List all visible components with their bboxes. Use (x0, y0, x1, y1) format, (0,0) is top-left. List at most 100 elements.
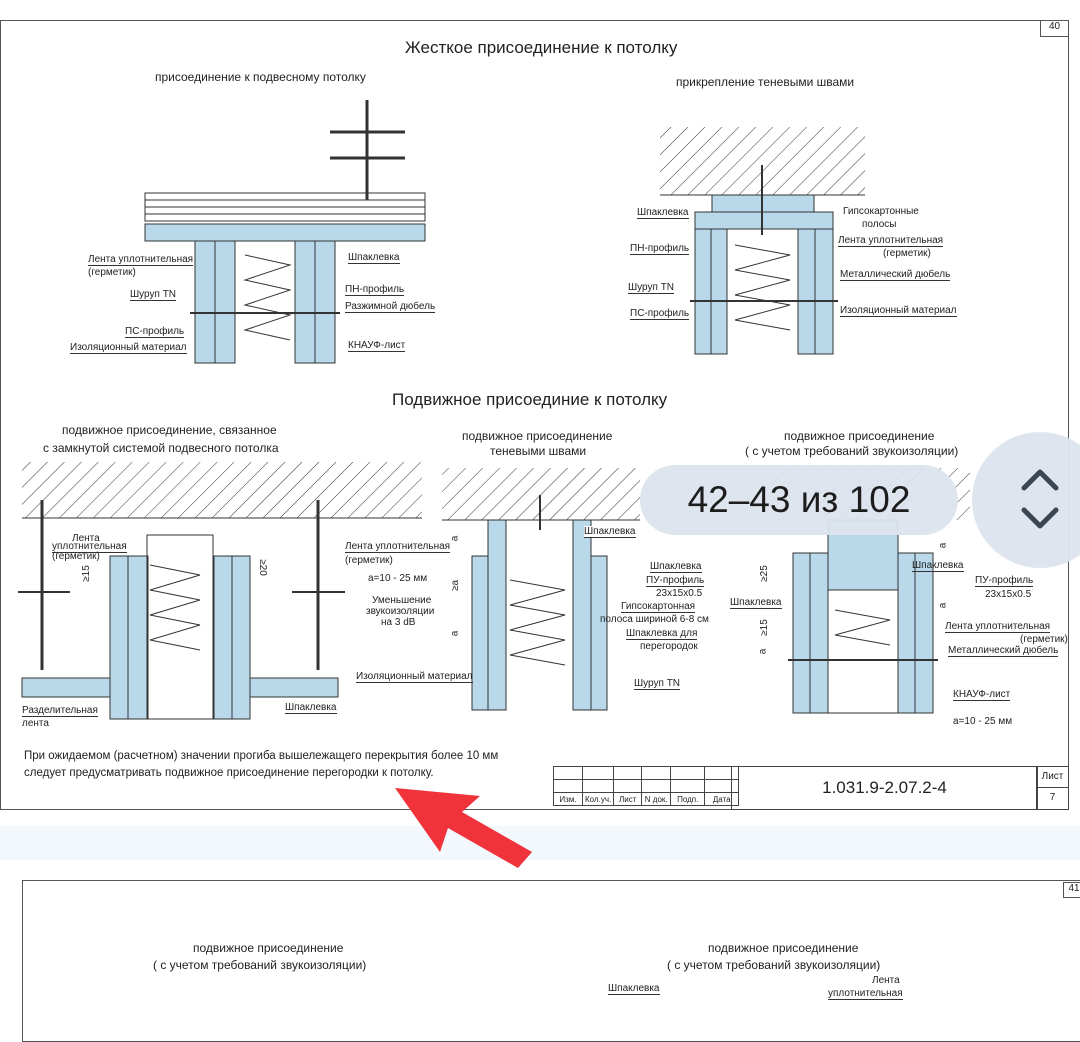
column-header: Изм. (553, 792, 583, 806)
subtitle-shadow: прикрепление теневыми швами (676, 75, 855, 89)
label: Шуруп TN (628, 282, 675, 294)
page-indicator: 42–43 из 102 (640, 465, 958, 535)
label: ПС-профиль (125, 326, 185, 338)
dimension: a (757, 648, 769, 655)
label: ПН-профиль (630, 243, 690, 255)
label: Гипсокартонная (621, 601, 696, 613)
sheet-label: Лист (1037, 767, 1068, 788)
page-number: 41 (1063, 882, 1080, 898)
label: (герметик) (345, 555, 393, 566)
label: 23x15x0.5 (656, 588, 703, 599)
subtitle: подвижное присоединение (462, 429, 613, 443)
column-header: Лист (613, 792, 643, 806)
label: Шпаклевка (608, 983, 660, 995)
label: a=10 - 25 мм (368, 573, 428, 584)
subtitle-suspended: присоединение к подвесному потолку (155, 70, 366, 84)
label: Лента уплотнительная (838, 235, 944, 247)
subtitle: с замкнутой системой подвесного потолка (43, 441, 279, 455)
page-number: 40 (1040, 20, 1069, 37)
dimension: ≥20 (256, 559, 268, 576)
label: уплотнительная (52, 541, 127, 553)
label: Изоляционный материал (70, 342, 187, 354)
label: Шпаклевка (285, 702, 337, 714)
label: полосы (862, 219, 897, 230)
subtitle: ( с учетом требований звукоизоляции) (745, 444, 959, 458)
label: Шпаклевка (637, 207, 689, 219)
drawing-suspended-ceiling (144, 100, 426, 364)
label: перегородок (640, 641, 698, 652)
drawing-shadow-joints (660, 127, 865, 355)
label: Изоляционный материал (840, 305, 957, 317)
chevron-up-icon (1021, 469, 1059, 491)
label: КНАУФ-лист (348, 340, 406, 352)
label: ПУ-профиль (646, 575, 705, 587)
label: Лента (72, 533, 100, 544)
label: Разжимной дюбель (345, 301, 436, 313)
label: Шпаклевка (912, 560, 964, 572)
pdf-page-40 (0, 20, 1069, 810)
label: на 3 dB (381, 617, 416, 628)
subtitle: ( с учетом требований звукоизоляции) (153, 958, 367, 972)
chevron-icons (1021, 469, 1059, 529)
label: Изоляционный материал (356, 671, 473, 683)
section-title-rigid: Жесткое присоединение к потолку (405, 38, 678, 57)
dimension: ≥15 (80, 565, 92, 582)
label: Шпаклевка (650, 561, 702, 573)
label: Уменьшение (372, 595, 432, 606)
drawing-closed-system (18, 462, 422, 720)
subtitle: подвижное присоединение, связанное (62, 423, 277, 437)
dimension: ≥a (450, 579, 462, 592)
label: Лента (872, 975, 900, 986)
chevron-down-icon (1021, 507, 1059, 529)
label: (герметик) (883, 248, 931, 259)
subtitle: подвижное присоединение (708, 941, 859, 955)
document-code: 1.031.9-2.07.2-4 (731, 766, 1038, 810)
page-navigation-button[interactable] (972, 432, 1080, 568)
label: 23x15x0.5 (985, 589, 1032, 600)
label: полоса шириной 6-8 см (600, 614, 709, 625)
label: Шпаклевка для (626, 628, 698, 640)
label: ПН-профиль (345, 284, 405, 296)
column-header: Подп. (670, 792, 706, 806)
label: КНАУФ-лист (953, 689, 1011, 701)
label: Лента уплотнительная (88, 254, 194, 266)
page-indicator-text: 42–43 из 102 (687, 479, 911, 520)
label: ПС-профиль (630, 308, 690, 320)
label: Гипсокартонные (843, 206, 919, 217)
label: Лента уплотнительная (345, 541, 451, 553)
label: звукоизоляции (366, 606, 435, 617)
note-line-2: следует предусматривать подвижное присое… (24, 767, 434, 779)
label: (герметик) (52, 551, 100, 562)
label: (герметик) (88, 267, 136, 278)
label: уплотнительная (828, 988, 903, 1000)
dimension: a (937, 542, 949, 549)
subtitle: теневыми швами (490, 444, 587, 458)
sheet-cell: Лист 7 (1036, 766, 1069, 810)
label: Шуруп TN (130, 289, 177, 301)
label: a=10 - 25 мм (953, 716, 1013, 727)
label: Лента уплотнительная (945, 621, 1051, 633)
column-header: Дата (704, 792, 740, 806)
subtitle: подвижное присоединение (784, 429, 935, 443)
label: Металлический дюбель (948, 645, 1059, 657)
label: Шпаклевка (730, 597, 782, 609)
dimension: a (937, 602, 949, 609)
label: Разделительная (22, 705, 98, 717)
label: ПУ-профиль (975, 575, 1034, 587)
title-block-table: Изм. Кол.уч. Лист N док. Подп. Дата (553, 766, 740, 806)
page-gap (0, 826, 1080, 860)
drawing-shadow-movable (442, 468, 640, 711)
sheet-number: 7 (1049, 792, 1056, 803)
dimension: a (449, 535, 461, 542)
label: (герметик) (1020, 634, 1068, 645)
dimension: ≥25 (758, 565, 770, 582)
label: Шпаклевка (584, 526, 636, 538)
label: Шуруп TN (634, 678, 681, 690)
label: лента (22, 718, 49, 729)
dimension: ≥15 (758, 619, 770, 636)
column-header: N док. (641, 792, 672, 806)
subtitle: подвижное присоединение (193, 941, 344, 955)
section-title-movable: Подвижное присоединие к потолку (392, 390, 668, 409)
label: Металлический дюбель (840, 269, 951, 281)
note-line-1: При ожидаемом (расчетном) значении проги… (24, 750, 499, 762)
